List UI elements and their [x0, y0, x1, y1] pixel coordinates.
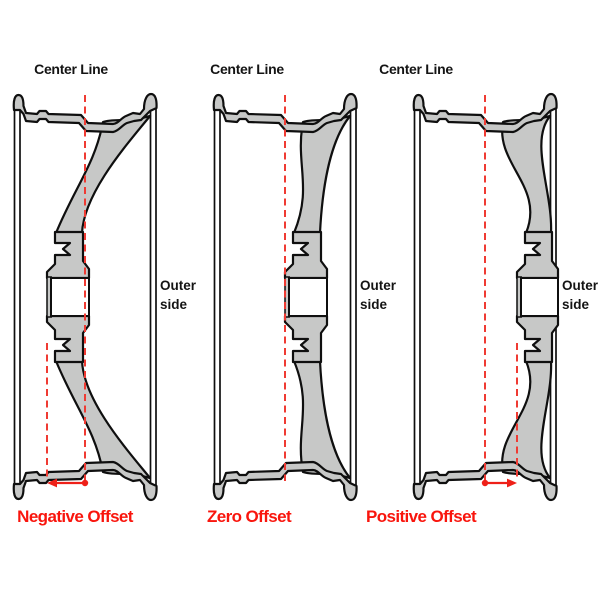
outer-side-label: Outer side — [562, 278, 599, 312]
center-line-label: Center Line — [34, 61, 108, 77]
offset-type-label: Positive Offset — [365, 507, 477, 526]
offset-type-label: Negative Offset — [17, 507, 133, 526]
center-line-label: Center Line — [379, 61, 453, 77]
offset-type-label: Zero Offset — [206, 507, 292, 526]
center-line-label: Center Line — [210, 61, 284, 77]
outer-side-label: Outer side — [360, 278, 397, 312]
wheel-cross-section-negative — [12, 92, 158, 502]
wheel-cross-section-positive — [412, 92, 560, 502]
outer-side-label: Outer side — [160, 278, 197, 312]
wheel-cross-section-zero — [212, 92, 358, 502]
